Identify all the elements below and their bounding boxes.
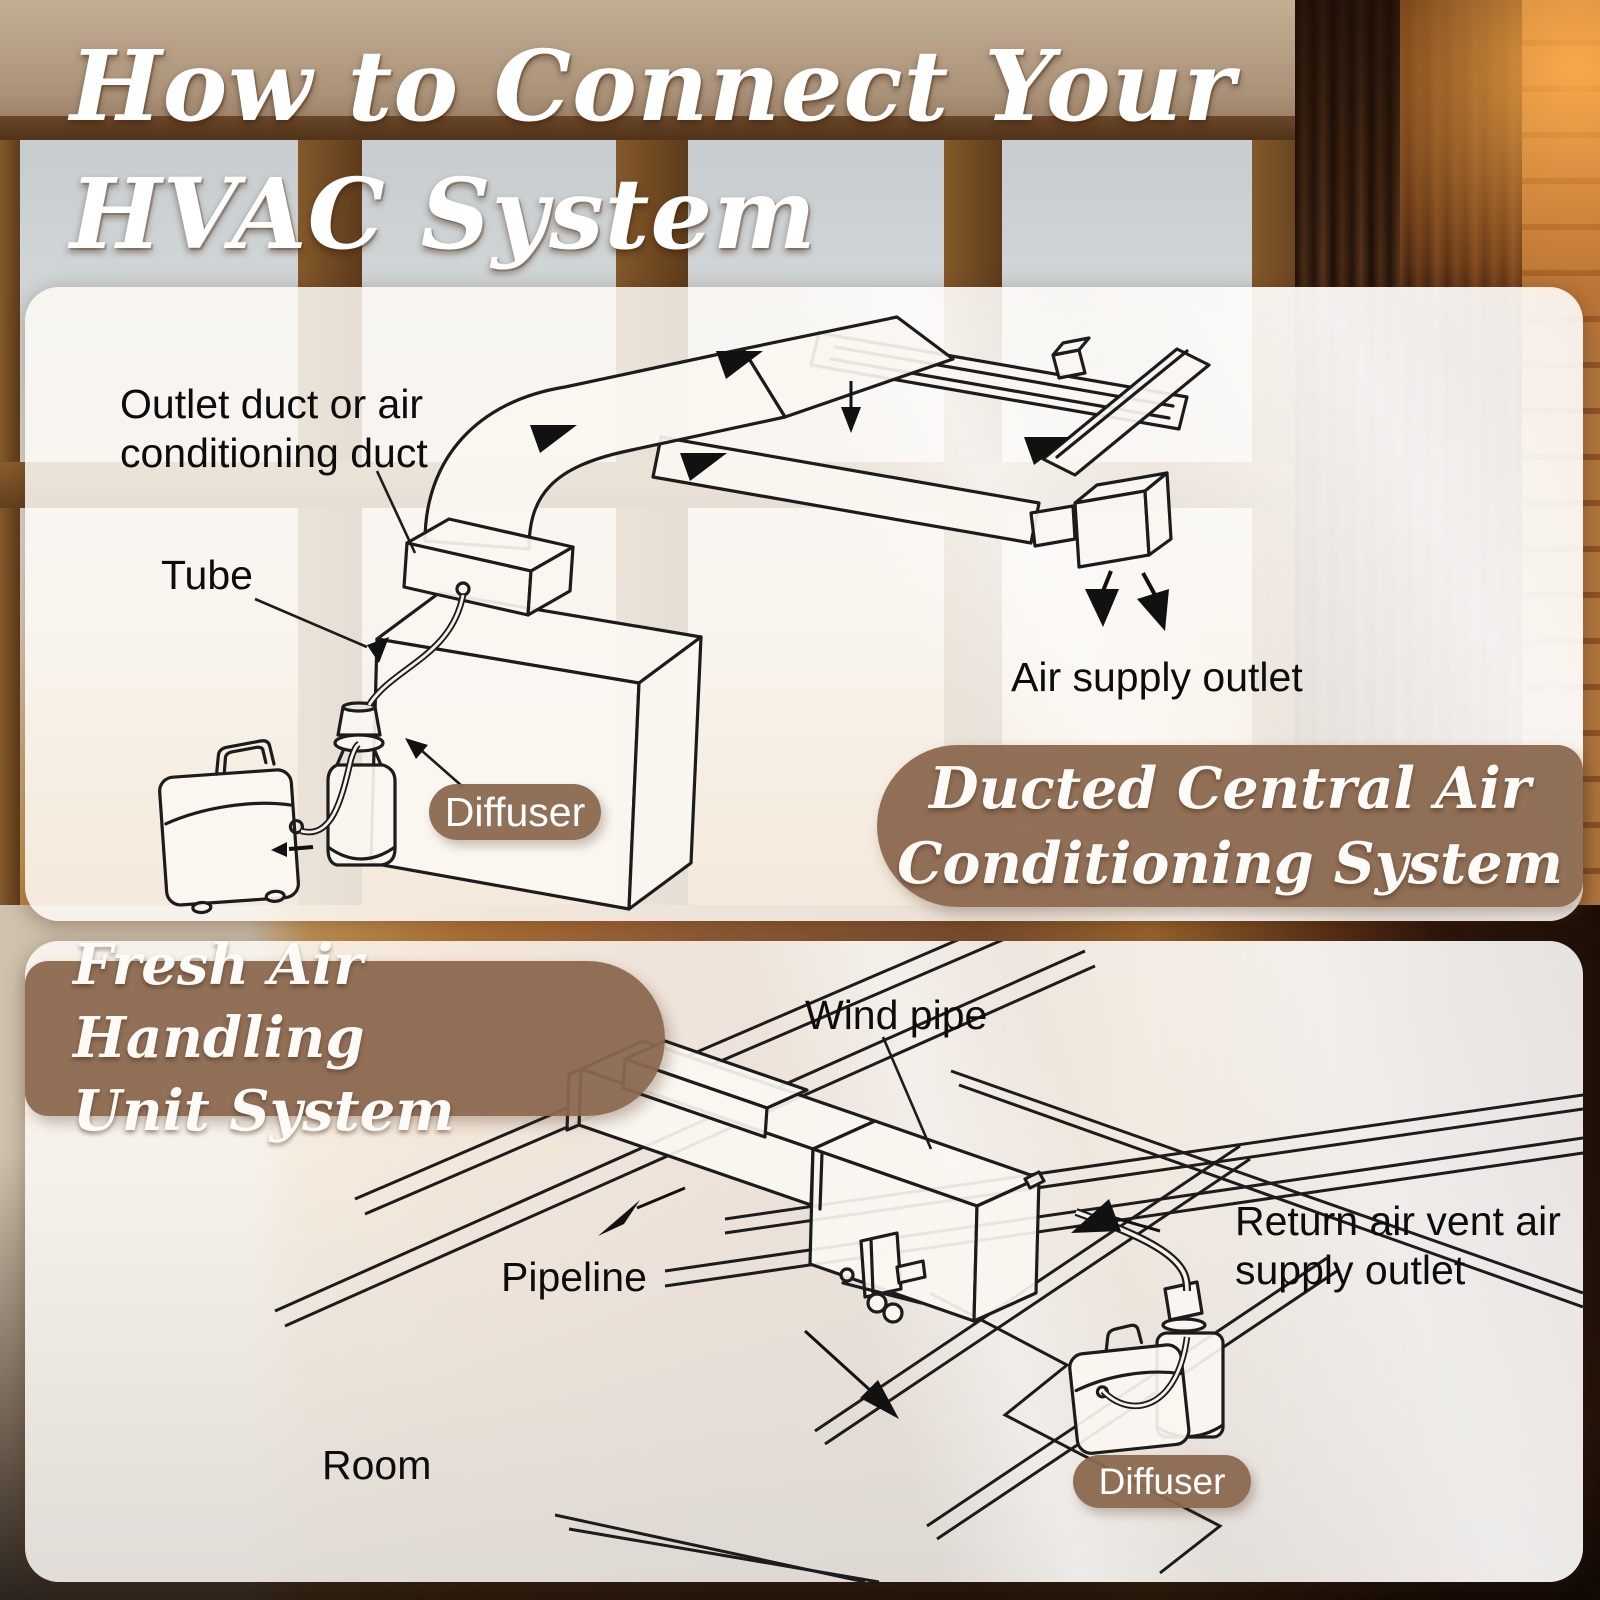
label-air-supply-outlet: Air supply outlet [1011,654,1303,700]
leader-line [375,470,417,554]
leader-lines [254,470,464,788]
title-line-1: How to Connect Your [70,29,1236,143]
label-wind-pipe: Wind pipe [805,992,988,1038]
label-outlet-duct: Outlet duct or air conditioning duct [120,381,428,477]
ducted-system-diagram [158,315,1211,915]
leader-line [881,1036,933,1150]
flow-arrows [271,351,1169,857]
photo-wood-beam [0,116,1320,140]
leader-line [254,597,368,649]
flow-arrow [680,453,727,481]
flow-arrow [530,425,577,453]
flow-arrow [716,351,763,379]
ahu-box-drawing [369,517,703,911]
pipeline-arrow [598,1200,640,1236]
air-supply-outlet-box [1073,471,1173,569]
diffuser-badge: Diffuser [429,784,601,840]
diffuser-machine-drawing [1068,1323,1191,1455]
tube-flow-arrow [367,637,389,663]
system-badge-ducted: Ducted Central Air Conditioning System [877,745,1583,907]
diffuser-badge: Diffuser [1073,1455,1251,1508]
system-badge-fresh-air: Fresh Air Handling Unit System [25,932,665,1144]
tube-drawing [300,594,467,836]
label-pipeline: Pipeline [501,1254,647,1300]
duct-network-drawing [423,315,1211,569]
air-supply-arrow [1137,589,1169,631]
label-room: Room [322,1442,432,1488]
air-supply-arrow [1085,589,1119,627]
flow-arrows [598,1186,1161,1419]
machine-flow-arrow [271,842,287,857]
title-line-2: HVAC System [70,157,817,272]
diffuser-machine-drawing [158,739,305,915]
room-arrow [860,1380,899,1419]
flow-arrow [1024,437,1071,465]
valve-assembly-drawing [839,1231,927,1324]
leader-line [420,749,464,788]
flow-arrow-down [841,407,861,433]
label-return-air: Return air vent air supply outlet [1235,1198,1561,1294]
room-outline [929,1291,1223,1575]
panel-fresh-air-handling: Fresh Air Handling Unit System Wind pipe… [25,932,1583,1582]
fresh-air-diagram [274,941,1583,1582]
label-tube: Tube [161,552,253,598]
panel-ducted-central-air: Outlet duct or air conditioning duct Tub… [25,287,1583,921]
page-title: How to Connect Your HVAC System [70,22,1235,278]
return-air-arrow [1071,1199,1121,1233]
diffuser-pointer-arrow [405,738,428,759]
photo-window-frame [0,132,20,920]
